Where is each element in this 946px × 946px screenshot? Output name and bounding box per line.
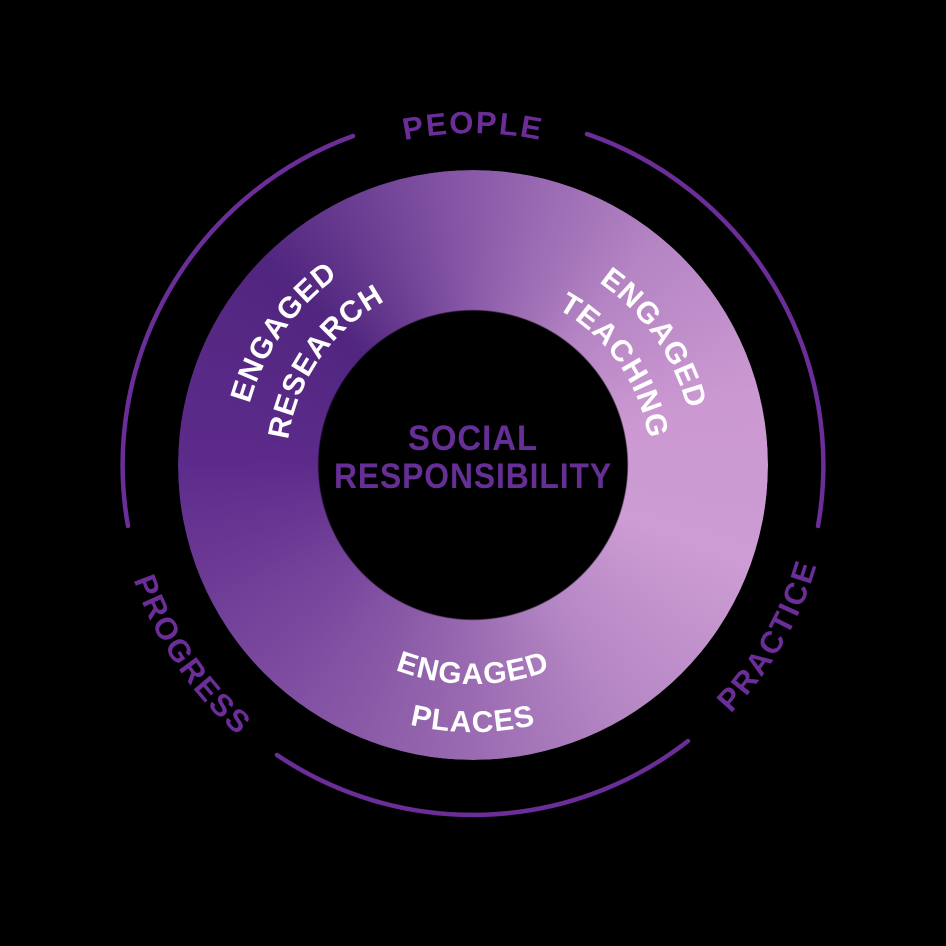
center-title-line1: SOCIAL xyxy=(408,419,538,458)
segment-places-line2: PLACES xyxy=(408,699,537,739)
segment-places-line1: ENGAGED xyxy=(393,645,553,691)
outer-label-people: PEOPLE xyxy=(400,105,547,147)
donut-ring xyxy=(178,170,768,760)
outer-arc-left xyxy=(120,133,356,529)
outer-arc-bottom xyxy=(274,738,691,818)
outer-arc-right xyxy=(584,131,826,529)
outer-circle-arcs xyxy=(120,131,826,818)
center-title-line2: RESPONSIBILITY xyxy=(334,457,612,496)
outer-label-progress: PROGRESS xyxy=(127,570,259,742)
outer-label-practice: PRACTICE xyxy=(710,555,824,718)
